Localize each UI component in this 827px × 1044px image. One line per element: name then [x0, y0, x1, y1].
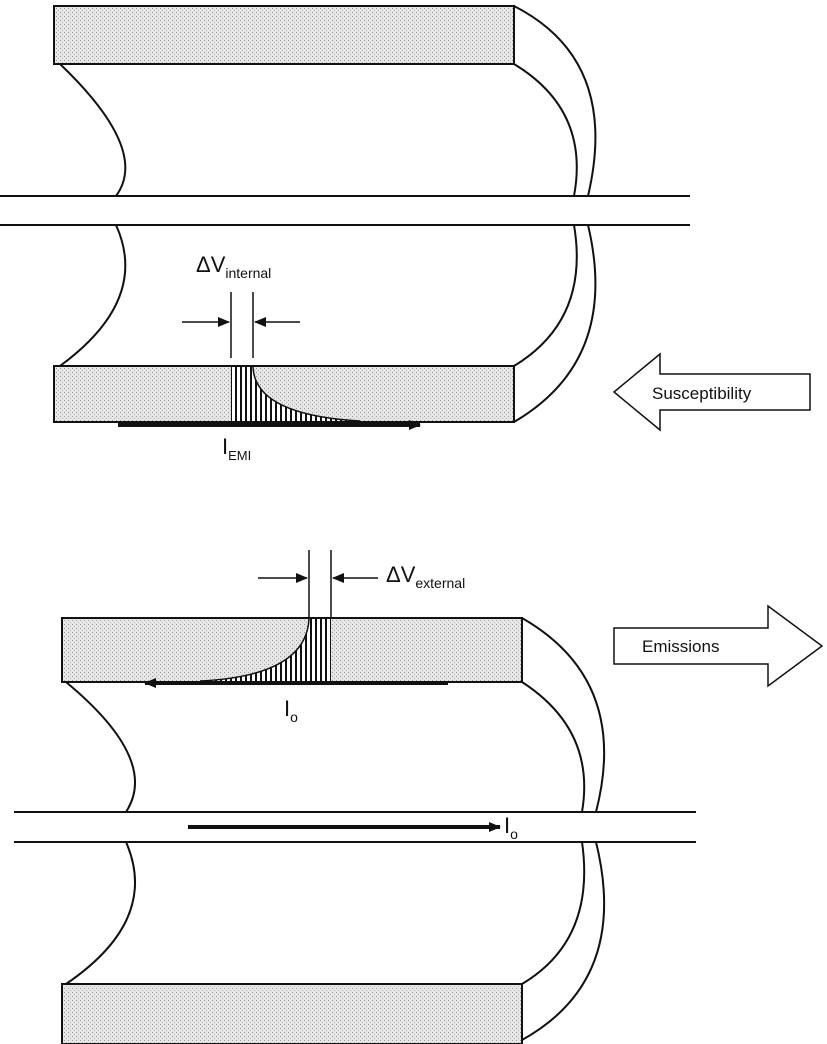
top-current-decay-curve	[253, 367, 360, 421]
bottom-center-current-label: Io	[504, 813, 518, 842]
bottom-inner-left-curve	[65, 681, 136, 985]
top-outer-right-arc	[513, 5, 597, 423]
top-inner-right-arc	[513, 63, 578, 367]
top-delta-v-hatch	[231, 367, 253, 421]
susceptibility-arrow	[612, 352, 811, 432]
top-inner-left-curve	[59, 63, 127, 367]
top-shield-upper-wall	[53, 5, 515, 65]
bottom-delta-v-label: ΔVexternal	[386, 562, 465, 591]
bottom-shield-lower-wall	[61, 983, 523, 1044]
susceptibility-label: Susceptibility	[652, 384, 752, 403]
emissions-label: Emissions	[642, 637, 719, 656]
bottom-current-decay-curve	[200, 619, 309, 681]
bottom-shield-current-label: Io	[284, 696, 298, 725]
top-delta-v-label: ΔVinternal	[196, 252, 271, 281]
bottom-delta-v-hatch	[309, 619, 331, 681]
bottom-inner-right-arc	[521, 681, 586, 985]
top-emi-current-label: IEMI	[222, 434, 251, 463]
emissions-arrow	[613, 604, 824, 688]
top-cable-diagram: ΔVinternal IEMI Susceptibility	[0, 5, 811, 463]
bottom-outer-right-arc	[521, 617, 606, 1041]
bottom-decay-curve-outline	[199, 618, 310, 682]
bottom-cable-diagram: ΔVexternal Io Io Emissions	[14, 550, 824, 1044]
top-decay-curve-outline	[252, 366, 361, 422]
